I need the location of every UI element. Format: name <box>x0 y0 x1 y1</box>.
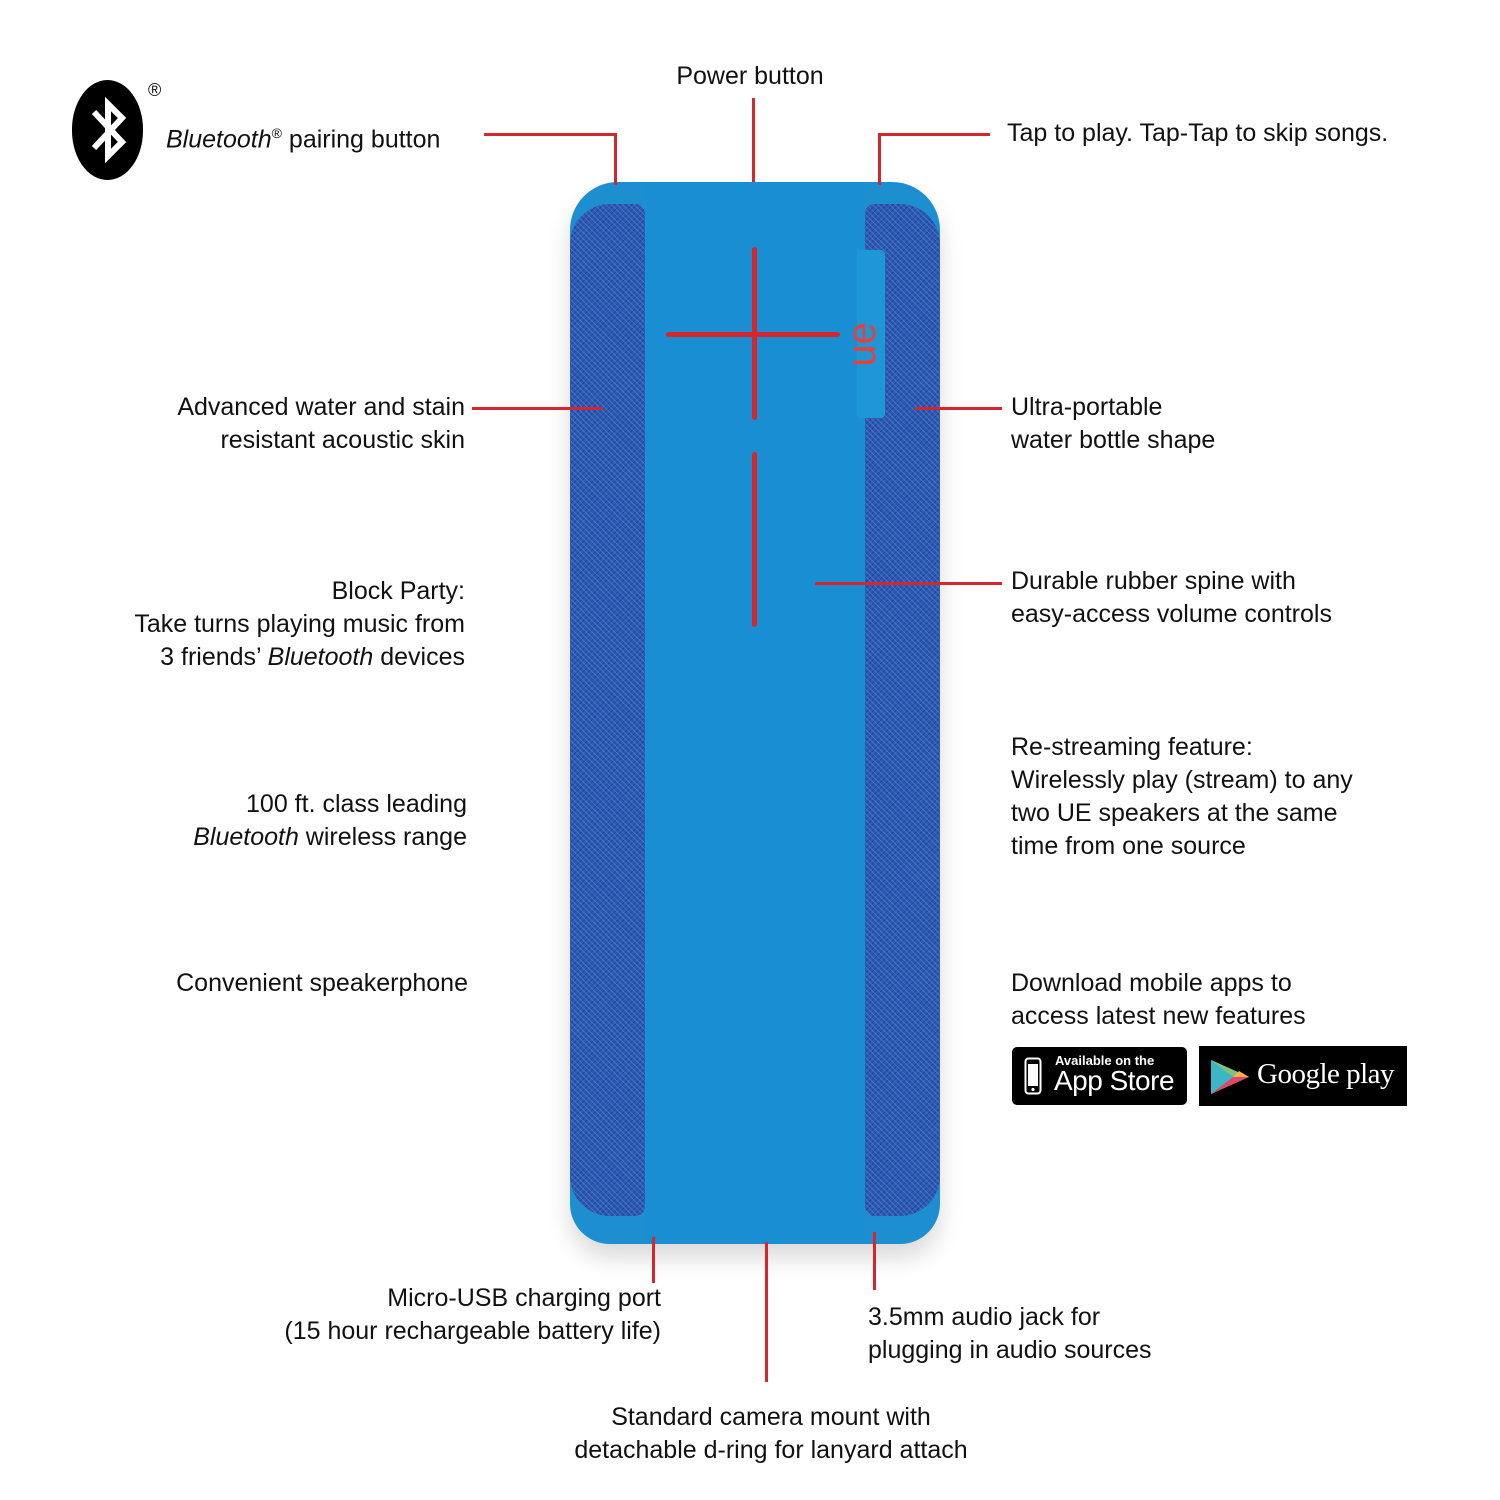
app-store-badge[interactable]: Available on the App Store <box>1012 1047 1187 1105</box>
label-line: Durable rubber spine with <box>1011 567 1296 595</box>
label-apps: Download mobile apps to access latest ne… <box>1011 967 1306 1033</box>
leader-mount <box>765 1242 768 1382</box>
label-text: 3 friends’ <box>160 643 268 671</box>
label-italic: Bluetooth <box>193 823 299 851</box>
leader-jack <box>873 1232 876 1290</box>
leader-tap-v <box>878 133 881 185</box>
app-store-big: App Store <box>1054 1065 1175 1096</box>
label-line: (15 hour rechargeable battery life) <box>284 1317 661 1345</box>
leader-skin <box>472 407 603 410</box>
leader-bluetooth <box>484 133 617 136</box>
speaker-mesh-left <box>570 204 645 1216</box>
google-play-badge[interactable]: Google play <box>1199 1046 1407 1106</box>
label-line: 100 ft. class leading <box>246 790 467 818</box>
label-line: resistant acoustic skin <box>220 426 465 454</box>
label-line: water bottle shape <box>1011 426 1216 454</box>
label-line: Bluetooth wireless range <box>193 821 467 854</box>
label-line: 3 friends’ Bluetooth devices <box>134 641 465 674</box>
label-italic: Bluetooth <box>267 643 374 671</box>
label-line: Standard camera mount with <box>611 1403 931 1431</box>
label-line: Re-streaming feature: <box>1011 733 1253 761</box>
speaker-image: ue <box>570 182 940 1244</box>
label-text: devices <box>373 643 465 671</box>
label-jack: 3.5mm audio jack for plugging in audio s… <box>868 1301 1152 1367</box>
iphone-icon <box>1024 1057 1042 1095</box>
label-line: plugging in audio sources <box>868 1336 1152 1364</box>
label-block-party: Block Party: Take turns playing music fr… <box>134 575 465 674</box>
leader-tap <box>878 133 990 136</box>
label-line: detachable d-ring for lanyard attach <box>574 1436 968 1464</box>
ue-logo: ue <box>839 322 884 367</box>
leader-usb <box>652 1237 655 1283</box>
registered-mark: ® <box>148 80 162 100</box>
label-usb: Micro-USB charging port (15 hour recharg… <box>284 1282 661 1348</box>
label-line: time from one source <box>1011 832 1246 860</box>
label-portable: Ultra-portable water bottle shape <box>1011 391 1215 457</box>
label-reg: ® <box>271 125 282 141</box>
bluetooth-logo <box>72 80 143 180</box>
label-line: Wirelessly play (stream) to any <box>1011 766 1353 794</box>
label-line: Take turns playing music from <box>134 610 465 638</box>
label-rest: pairing button <box>281 125 441 154</box>
label-bluetooth-pairing: Bluetooth® pairing button <box>166 117 440 156</box>
label-line: easy-access volume controls <box>1011 600 1332 628</box>
label-line: two UE speakers at the same <box>1011 799 1338 827</box>
leader-power <box>752 98 755 182</box>
label-line: Advanced water and stain <box>177 393 465 421</box>
label-power: Power button <box>676 62 824 90</box>
label-line: Block Party: <box>331 577 465 605</box>
label-line: 3.5mm audio jack for <box>868 1303 1101 1331</box>
logo-tab <box>857 250 885 418</box>
label-spine: Durable rubber spine with easy-access vo… <box>1011 565 1332 631</box>
label-skin: Advanced water and stain resistant acous… <box>177 391 465 457</box>
label-line: Micro-USB charging port <box>387 1284 661 1312</box>
label-line: Download mobile apps to <box>1011 969 1292 997</box>
label-restreaming: Re-streaming feature: Wirelessly play (s… <box>1011 731 1353 863</box>
label-text: wireless range <box>298 823 467 851</box>
bluetooth-icon <box>91 96 127 164</box>
volume-down-button <box>752 452 757 627</box>
label-italic: Bluetooth <box>166 125 272 154</box>
leader-bluetooth-v <box>614 133 617 185</box>
google-play-icon <box>1211 1060 1249 1094</box>
volume-up-horizontal <box>666 332 840 337</box>
app-store-small: Available on the <box>1055 1053 1155 1068</box>
label-tap: Tap to play. Tap-Tap to skip songs. <box>1007 119 1389 147</box>
google-play-text: Google play <box>1257 1058 1395 1090</box>
label-mount: Standard camera mount with detachable d-… <box>521 1401 1021 1467</box>
label-speakerphone: Convenient speakerphone <box>176 969 468 997</box>
label-line: Ultra-portable <box>1011 393 1163 421</box>
leader-portable <box>915 407 1002 410</box>
leader-spine <box>815 582 1002 585</box>
label-line: access latest new features <box>1011 1002 1306 1030</box>
label-range: 100 ft. class leading Bluetooth wireless… <box>193 788 467 854</box>
